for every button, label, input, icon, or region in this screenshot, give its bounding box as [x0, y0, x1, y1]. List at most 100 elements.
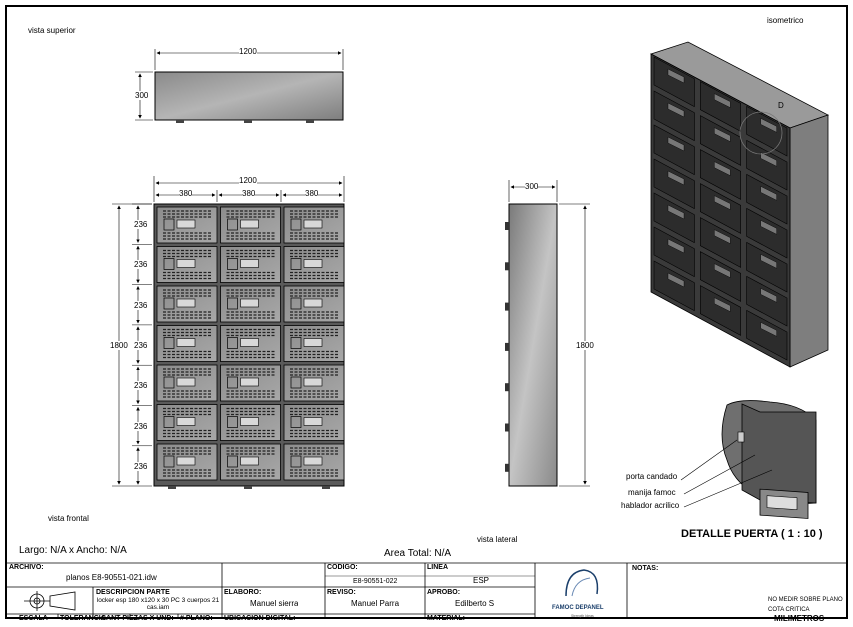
door-handle [290, 297, 302, 310]
side-hinge [505, 222, 509, 230]
side-hinge [505, 463, 509, 472]
door-handle [163, 258, 175, 270]
iso-door [653, 226, 695, 278]
linea-value: ESP [473, 577, 490, 585]
door-handle [163, 376, 175, 389]
door-label-holder [176, 259, 196, 268]
iso-door [700, 183, 741, 234]
door-label-holder [240, 219, 259, 229]
descripcion-header: DESCRIPCION PARTE [96, 589, 170, 596]
detail-circle [739, 111, 783, 155]
door-handle [227, 455, 238, 468]
reviso-header: REVISO: [327, 589, 356, 596]
top-view-body [154, 71, 344, 121]
door-label-holder [303, 456, 323, 466]
iso-door [653, 90, 695, 142]
detail-title: DETALLE PUERTA ( 1 : 10 ) [681, 528, 823, 540]
codigo-value: E8-90551-022 [353, 578, 398, 585]
door-label-holder [303, 338, 323, 347]
codigo-header: CODIGO: [327, 564, 358, 571]
iso-door [746, 139, 788, 191]
cota-critica-note: COTA CRITICA [768, 607, 810, 613]
iso-door [653, 124, 695, 176]
front-height-dim: 1800 [110, 341, 128, 350]
side-view-body [508, 203, 558, 487]
door-label-holder [303, 417, 323, 426]
iso-door [700, 115, 741, 166]
area-summary: Area Total: N/A [384, 548, 452, 559]
side-hinge [505, 342, 509, 351]
iso-door [700, 217, 741, 268]
no-medir-note: NO MEDIR SOBRE PLANO [768, 597, 843, 603]
door-label-holder [240, 298, 259, 308]
door-detail-view [680, 400, 817, 519]
door-handle [163, 337, 175, 349]
row-height-dim: 236 [134, 381, 148, 391]
iso-door [653, 158, 695, 210]
side-view [505, 180, 590, 487]
door-label-holder [176, 377, 196, 387]
door-label-holder [240, 259, 259, 268]
descripcion-value: locker esp 180 x120 x 30 PC 3 cuerpos 21… [96, 597, 220, 611]
row-height-dim: 236 [134, 260, 148, 270]
door-handle [290, 416, 302, 428]
iso-door [700, 149, 741, 200]
units-label: MILIMETROS [774, 615, 825, 623]
side-depth-dim: 300 [525, 182, 539, 191]
cant-piezas-header: CANT PIEZAS X UND: [101, 615, 174, 622]
row-height-dim: 236 [134, 220, 148, 229]
door-label-holder [303, 259, 323, 268]
side-hinge [505, 383, 509, 392]
column-3-dim: 380 [305, 189, 319, 198]
row-height-dim: 236 [134, 461, 148, 471]
row-height-dim: 236 [134, 300, 148, 310]
iso-door [700, 251, 741, 302]
top-width-dim: 1200 [239, 47, 257, 56]
door-label-holder [303, 377, 323, 387]
iso-door [746, 309, 788, 361]
elaboro-value: Manuel sierra [250, 600, 299, 608]
iso-door [746, 241, 788, 293]
top-view-title: vista superior [28, 26, 76, 35]
side-hinge [505, 302, 509, 311]
iso-door [653, 56, 695, 108]
side-hinge [505, 423, 509, 432]
elaboro-header: ELABORO: [224, 589, 262, 596]
size-summary: Largo: N/A x Ancho: N/A [19, 545, 127, 556]
top-depth-dim: 300 [135, 91, 149, 100]
side-hinge [505, 262, 509, 271]
locker-door [220, 206, 281, 244]
iso-door [653, 260, 695, 312]
tolerancia-header: TOLERANCIA [60, 615, 106, 622]
logo-text: FAMOC DEPANEL [552, 605, 604, 611]
company-logo: FAMOC DEPANEL Strength Ideas [552, 569, 604, 618]
column-1-dim: 380 [179, 189, 193, 198]
projection-symbol [24, 591, 76, 611]
callout-porta-candado: porta candado [626, 472, 678, 481]
door-label-holder [176, 456, 196, 466]
escala-header: ESCALA [19, 615, 48, 622]
door-label-holder [240, 456, 259, 466]
linea-header: LINEA [427, 564, 448, 571]
top-view [135, 49, 344, 123]
door-handle [290, 337, 302, 349]
isometric-view [649, 41, 830, 368]
door-label-holder [240, 417, 259, 426]
detail-marker: D [778, 101, 784, 110]
row-height-dim: 236 [134, 421, 148, 431]
material-header: MATERIAL: [427, 615, 465, 622]
reviso-value: Manuel Parra [351, 600, 400, 608]
iso-door [700, 81, 741, 132]
front-view-doors [156, 206, 345, 481]
iso-door [746, 173, 788, 225]
title-block-grid [6, 562, 847, 618]
front-view [112, 176, 345, 489]
side-height-dim: 1800 [576, 341, 594, 350]
iso-door [700, 285, 741, 336]
side-view-title: vista lateral [477, 535, 518, 544]
archivo-header: ARCHIVO: [9, 564, 44, 571]
column-2-dim: 380 [242, 189, 256, 198]
door-label-holder [303, 219, 323, 229]
door-label-holder [176, 219, 196, 229]
